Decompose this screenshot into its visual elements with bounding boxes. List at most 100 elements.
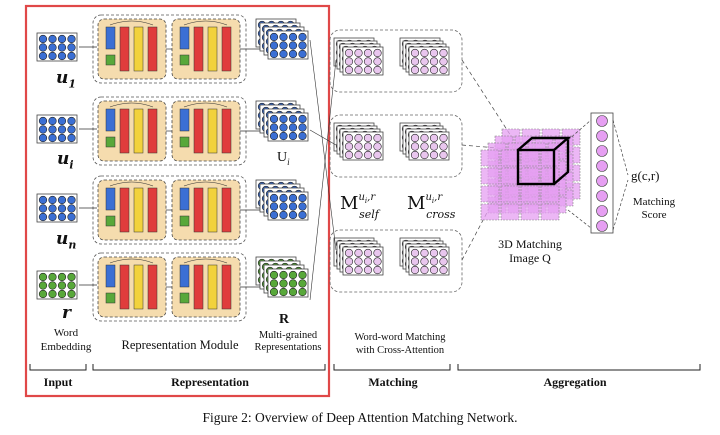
matrix-cross-1-layer [408, 131, 450, 161]
block-b-un-layer-2 [193, 187, 204, 233]
block-a-r-layer-3 [133, 264, 144, 310]
score-node [596, 160, 608, 172]
label-representation-module: Representation Module [121, 338, 239, 352]
matrix-cross-1-layer-cell [410, 142, 420, 151]
cube-cell [480, 167, 500, 185]
stack-r-layer [267, 268, 309, 298]
matrix-self-1-layer-cell [373, 133, 382, 143]
label-matching-score: Matching Score [632, 196, 676, 221]
input-grid-un-cell [67, 195, 76, 205]
matrix-cross-1-layer-cell [439, 142, 448, 151]
stack-ui-layer-cell [298, 114, 307, 124]
input-grid-r-cell [48, 272, 57, 282]
matrix-self-0-layer-cell [363, 65, 373, 75]
matrix-cross-1-layer-cell [429, 133, 439, 143]
stack-un-layer-cell [269, 193, 279, 203]
stage-representation: Representation [171, 375, 249, 389]
matrix-cross-1-layer-cell [410, 150, 420, 160]
score-node [596, 220, 608, 232]
input-grid-ui-cell [38, 133, 48, 143]
stack-un-layer [267, 191, 309, 221]
stack-u1-layer-cell [269, 32, 279, 42]
matrix-self-2-layer-cell [373, 257, 382, 266]
input-grid-u1-cell [67, 51, 76, 61]
stack-ui-layer-cell [298, 131, 307, 141]
matrix-self-1-layer [342, 131, 384, 161]
matrix-self-2-layer-cell [344, 257, 354, 266]
stack-un-layer-cell [298, 202, 307, 211]
matrix-cross-0-layer-cell [420, 65, 429, 75]
label-u1: u1 [56, 68, 77, 91]
matrix-self-2-layer-cell [363, 248, 373, 258]
stack-r-layer-cell [269, 270, 279, 280]
stack-ui-layer-cell [298, 123, 307, 132]
score-column [590, 112, 614, 234]
stack-ui-layer-cell [269, 114, 279, 124]
matrix-self-2-layer-cell [354, 265, 363, 275]
stack-u1-layer-cell [298, 49, 307, 59]
block-a-un-layer-4 [147, 187, 158, 233]
block-a-un-layer-2 [119, 187, 130, 233]
block-a-u1-layer-4 [147, 26, 158, 72]
stack-ui-layer-cell [279, 114, 288, 124]
label-ui: ui [57, 149, 74, 172]
stack-u1-layer-cell [298, 32, 307, 42]
score-node [596, 190, 608, 202]
matrix-cross-0-layer-cell [410, 48, 420, 58]
block-a-r [97, 256, 167, 318]
matrix-cross-1-layer-cell [439, 150, 448, 160]
block-a-ui-layer-3 [133, 108, 144, 154]
stack-r-layer-cell [288, 287, 298, 297]
block-a-u1-residual [109, 20, 154, 26]
stack-u1-layer-cell [279, 41, 288, 50]
block-b-r-layer-1 [179, 292, 190, 304]
label-r: r [62, 303, 71, 323]
matrix-cross-0-layer-cell [410, 65, 420, 75]
stack-r-layer-cell [298, 287, 307, 297]
cube-cell [480, 149, 500, 167]
label-word-embedding: Word Embedding [40, 327, 92, 353]
input-grid-u1-cell [48, 34, 57, 44]
matching-cube [480, 128, 581, 221]
stack-ui [255, 100, 309, 142]
input-grid-r-cell [67, 289, 76, 299]
matrix-cross-0-layer [408, 46, 450, 76]
cube-cell [540, 149, 560, 167]
matrix-self-1-layer-cell [344, 142, 354, 151]
cube-cell [540, 203, 560, 221]
input-grid-r-cell [67, 272, 76, 282]
input-grid-ui-cell [67, 116, 76, 126]
stack-ui-layer-cell [288, 123, 298, 132]
block-a-ui-layer-1 [105, 136, 116, 148]
block-a-r-layer-4 [147, 264, 158, 310]
matching-group-0 [329, 29, 463, 93]
input-grid-ui-cell [48, 133, 57, 143]
matrix-cross-0-layer-cell [429, 65, 439, 75]
stack-u1 [255, 18, 309, 60]
matrix-self-0-layer [342, 46, 384, 76]
matrix-self-1-layer-cell [363, 133, 373, 143]
stack-un-layer-cell [298, 210, 307, 220]
stack-un [255, 179, 309, 221]
matrix-cross-1-layer-cell [429, 142, 439, 151]
block-a-u1 [97, 18, 167, 80]
label-m-self: Mui,rself [340, 192, 379, 221]
input-grid-r-cell [57, 272, 67, 282]
matrix-cross-0 [399, 37, 450, 76]
matrix-self-0-layer-cell [363, 48, 373, 58]
matrix-self-1-layer-cell [363, 142, 373, 151]
matrix-cross-2-layer-cell [429, 248, 439, 258]
block-b-un-layer-0 [179, 187, 190, 211]
stack-ui-layer [267, 112, 309, 142]
matrix-cross-1-layer-cell [420, 133, 429, 143]
input-grid-un-cell [67, 204, 76, 213]
representation-frame [24, 4, 331, 398]
score-node [596, 130, 608, 142]
input-grid-r-cell [38, 272, 48, 282]
input-grid-un-cell [57, 204, 67, 213]
matrix-cross-2-layer-cell [439, 248, 448, 258]
matrix-self-2-layer [342, 246, 384, 276]
matrix-cross-0-layer-cell [420, 48, 429, 58]
matrix-cross-1-layer-cell [429, 150, 439, 160]
